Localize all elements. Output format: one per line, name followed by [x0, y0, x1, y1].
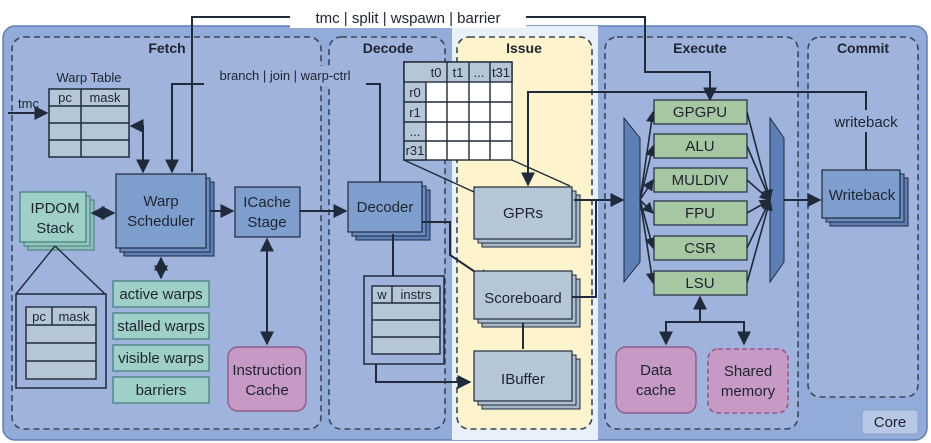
ipdom-detail-table [25, 306, 97, 380]
warp-table [48, 88, 130, 158]
reg-row-r1: r1 [409, 105, 421, 120]
icache-stage [234, 186, 301, 238]
ipdom-line1: IPDOM [30, 200, 79, 217]
reg-col-t0: t0 [431, 65, 442, 80]
shared-memory [707, 348, 789, 414]
unit-lsu: LSU [685, 275, 714, 292]
top-signal-label: tmc | split | wspawn | barrier [315, 10, 500, 27]
top-signal-line [191, 16, 710, 172]
ipdom-detail-pc: pc [32, 309, 46, 324]
instruction-cache-line2: Cache [245, 382, 288, 399]
core-label: Core [874, 414, 907, 431]
writeback-label: writeback [833, 114, 898, 131]
reg-row-dots: ... [410, 124, 421, 139]
unit-alu: ALU [685, 138, 714, 155]
instrbuf-ibuffer-arrow [375, 364, 472, 389]
decoder-scoreboard-arrow [422, 221, 492, 283]
icache-stage-line1: ICache [243, 194, 291, 211]
warp-state-visible: visible warps [118, 350, 204, 367]
scoreboard-label: Scoreboard [484, 290, 562, 307]
reg-col-t31: t31 [492, 65, 510, 80]
unit-gpgpu: GPGPU [673, 104, 727, 121]
ibuffer-label: IBuffer [501, 371, 545, 388]
writeback-unit [821, 169, 909, 227]
commit-arrows [746, 111, 773, 284]
warp-state-boxes [112, 280, 210, 404]
execution-unit-boxes [653, 99, 748, 296]
shared-memory-line2: memory [721, 383, 776, 400]
instruction-cache [227, 346, 307, 412]
warp-table-title: Warp Table [56, 70, 121, 85]
warp-state-active: active warps [119, 286, 202, 303]
instr-buffer-w: w [376, 287, 387, 302]
instr-buffer-table [371, 285, 441, 355]
warp-scheduler [115, 173, 215, 257]
reg-col-dots: ... [474, 65, 485, 80]
data-cache [615, 346, 697, 414]
warp-table-mask: mask [89, 90, 121, 105]
unit-fpu: FPU [685, 205, 715, 222]
unit-csr: CSR [684, 240, 716, 257]
fetch-title: Fetch [148, 40, 185, 56]
top-signal-bg [290, 6, 526, 28]
dispatch-mux [623, 116, 641, 284]
instr-buffer-instrs: instrs [400, 287, 432, 302]
branch-signal-bg [204, 66, 366, 86]
ipdom-line2: Stack [36, 220, 74, 237]
tmc-input-label: tmc [18, 96, 39, 111]
warptable-scheduler-arrow [129, 119, 150, 174]
writeback-label-bg [824, 110, 908, 132]
gprs [473, 186, 581, 248]
decode-title: Decode [363, 40, 414, 56]
reg-col-t1: t1 [453, 65, 464, 80]
unit-muldiv: MULDIV [672, 172, 729, 189]
reg-row-r0: r0 [409, 85, 421, 100]
scoreboard [473, 270, 581, 328]
warp-scheduler-line2: Scheduler [127, 213, 195, 230]
lsu-memory-arrow-left [659, 321, 700, 346]
warp-state-barriers: barriers [136, 382, 187, 399]
branch-signal-label: branch | join | warp-ctrl [219, 68, 350, 83]
data-cache-line1: Data [640, 362, 672, 379]
register-file-table [403, 61, 513, 161]
ipdom-expansion-lines [15, 245, 106, 295]
gprs-label: GPRs [503, 205, 543, 222]
shared-memory-line1: Shared [724, 363, 772, 380]
ibuffer [473, 350, 581, 410]
instruction-cache-line1: Instruction [232, 362, 301, 379]
dispatch-arrows [639, 110, 658, 285]
core-label-box [861, 409, 919, 435]
icache-stage-line2: Stage [247, 214, 286, 231]
writeback-unit-label: Writeback [829, 187, 896, 204]
ipdom-stack [19, 191, 95, 251]
warp-state-stalled: stalled warps [117, 318, 205, 335]
ipdom-detail-mask: mask [58, 309, 90, 324]
execute-title: Execute [673, 40, 727, 56]
decoder [347, 181, 431, 241]
reg-row-r31: r31 [406, 143, 425, 158]
issue-title: Issue [506, 40, 542, 56]
register-expansion-lines [403, 159, 571, 193]
warp-table-pc: pc [58, 90, 72, 105]
scoreboard-execute-line [572, 200, 597, 298]
commit-mux [769, 116, 785, 284]
decoder-label: Decoder [357, 199, 414, 216]
data-cache-line2: cache [636, 382, 676, 399]
commit-title: Commit [837, 40, 889, 56]
warp-scheduler-line1: Warp [143, 193, 178, 210]
